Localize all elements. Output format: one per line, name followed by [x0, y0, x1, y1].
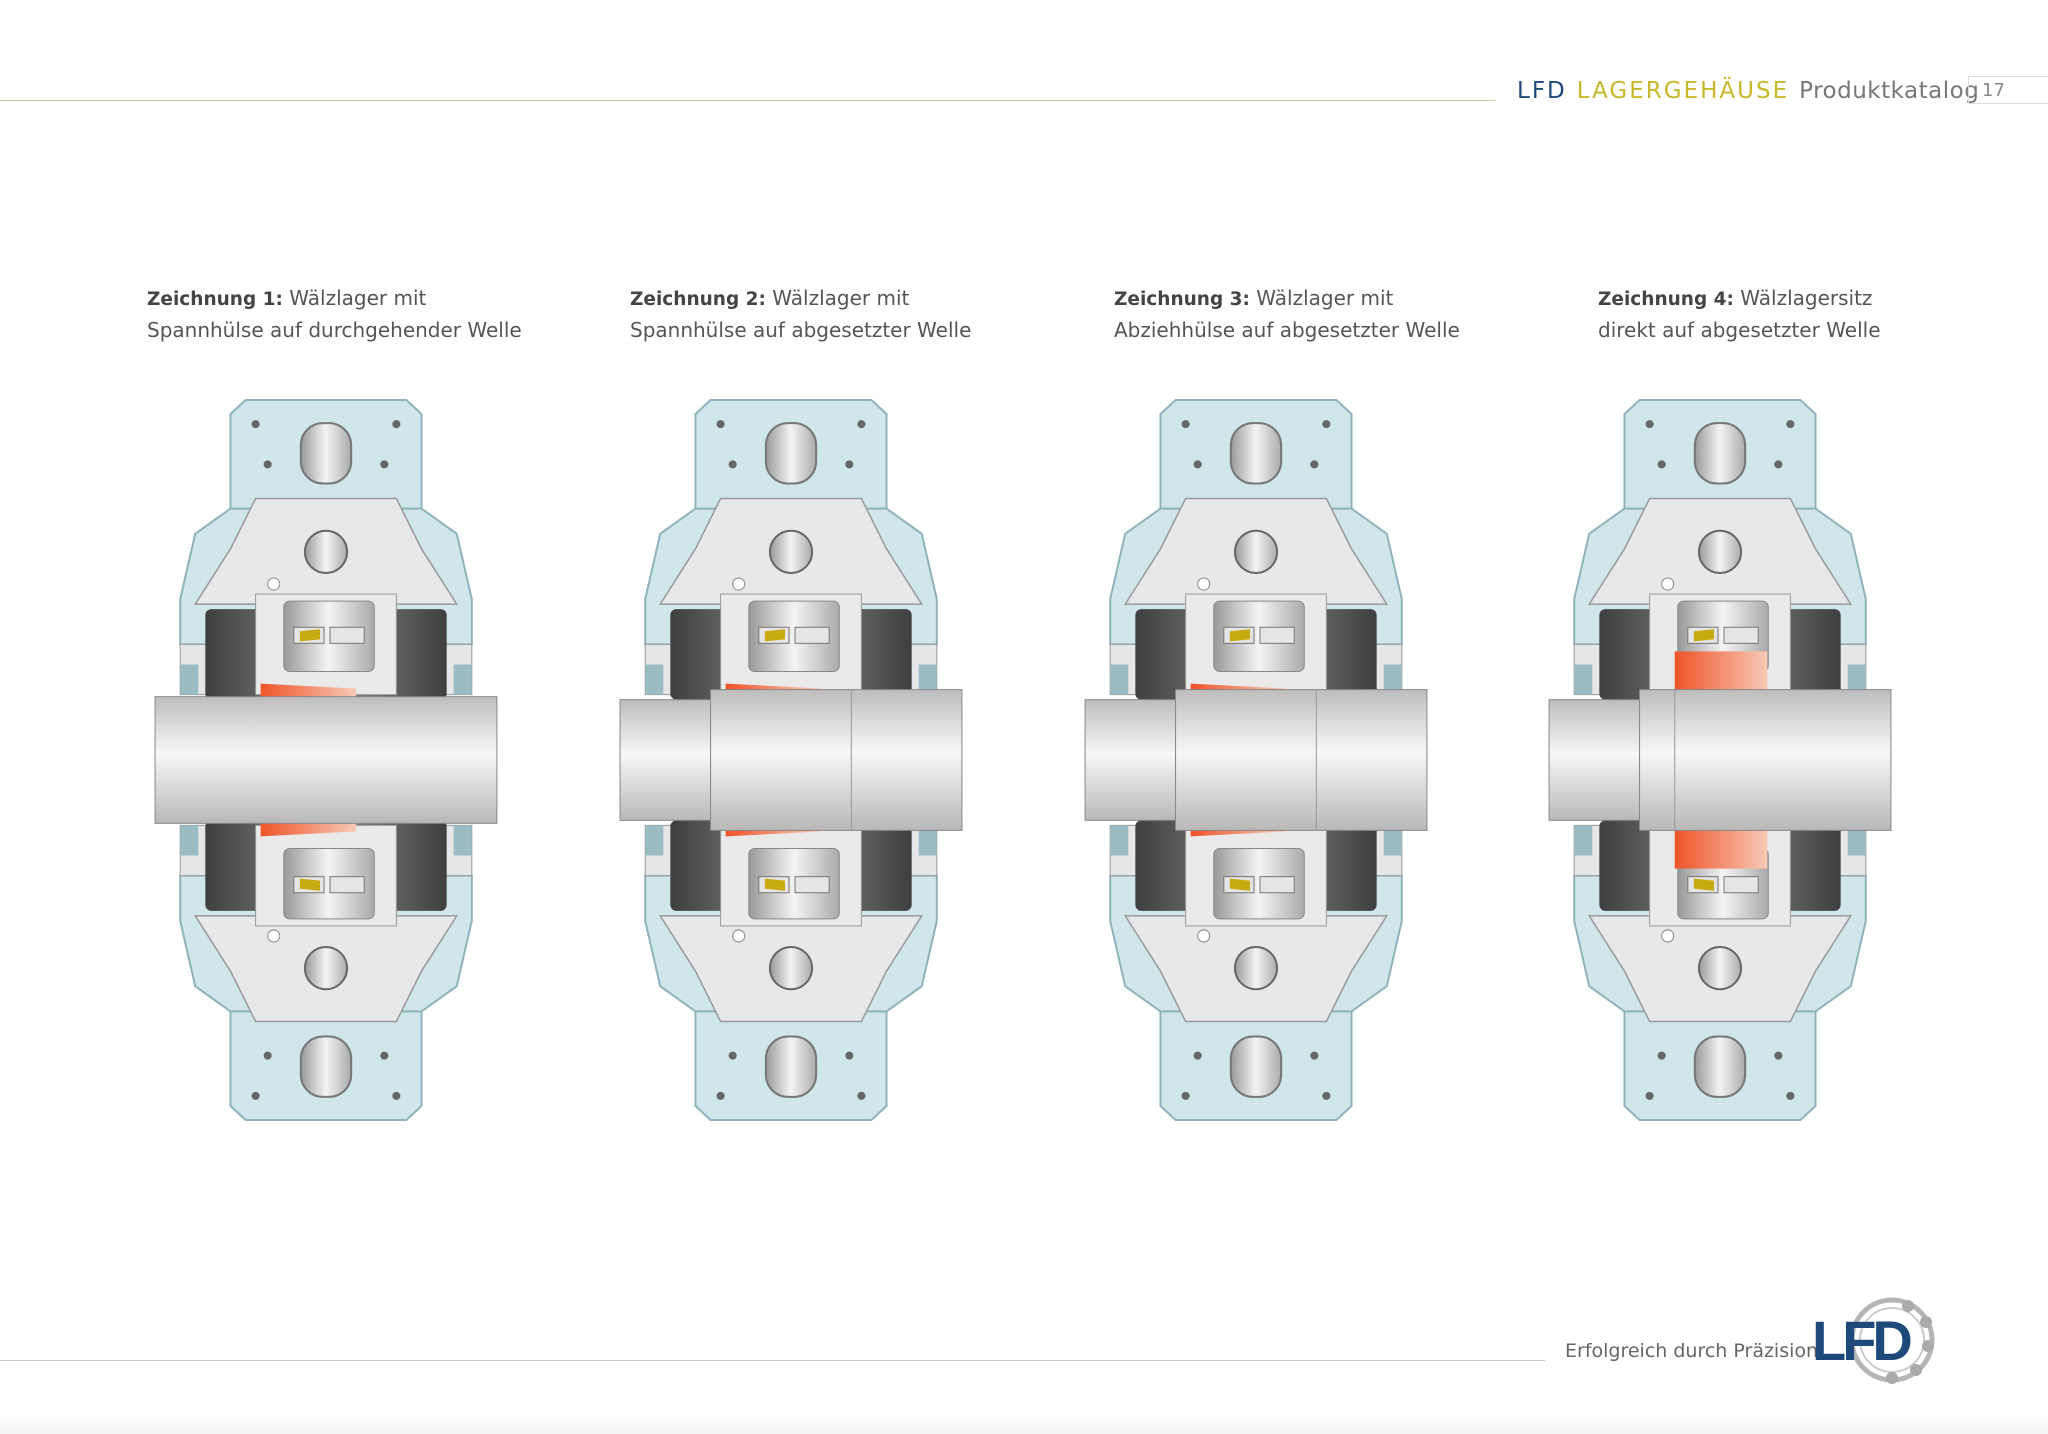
bearing-housing-drawing-2	[619, 398, 963, 1122]
shaft	[1084, 699, 1177, 821]
cage	[764, 878, 785, 891]
foot	[1623, 399, 1817, 510]
shaft-step	[710, 689, 963, 831]
cage	[299, 629, 320, 642]
lower-half	[179, 820, 473, 1121]
shaft-step	[1175, 689, 1428, 831]
bearing-seat	[1674, 824, 1768, 869]
bearing-housing-drawing-4	[1548, 398, 1892, 1122]
page-edge	[0, 1415, 2048, 1434]
shaft	[619, 699, 712, 821]
caption-label: Zeichnung 2:	[630, 289, 766, 310]
caption-line1: Wälzlager mit	[1256, 286, 1394, 310]
caption-label: Zeichnung 1:	[147, 289, 283, 310]
upper-half	[1109, 399, 1403, 700]
upper-half	[644, 399, 938, 700]
sleeve	[260, 823, 357, 837]
foot	[694, 399, 888, 510]
foot	[1623, 1010, 1817, 1121]
foot	[229, 1010, 423, 1121]
caption-line2: direkt auf abgesetzter Welle	[1598, 318, 1881, 342]
caption-line1: Wälzlager mit	[772, 286, 910, 310]
foot	[229, 399, 423, 510]
cage	[1229, 629, 1250, 642]
foot	[1159, 399, 1353, 510]
running-header: LFD LAGERGEHÄUSE Produktkatalog	[1517, 78, 1979, 104]
shaft	[154, 696, 498, 824]
lower-half	[1109, 820, 1403, 1121]
cage	[1693, 629, 1714, 642]
cage	[1693, 878, 1714, 891]
lower-half	[644, 820, 938, 1121]
lower-half	[1573, 820, 1867, 1121]
caption-label: Zeichnung 4:	[1598, 289, 1734, 310]
caption-drawing-4: Zeichnung 4: Wälzlagersitz direkt auf abg…	[1598, 283, 1881, 345]
footer-rule	[0, 1360, 1545, 1361]
cage	[1229, 878, 1250, 891]
upper-half	[1573, 399, 1867, 700]
caption-line2: Spannhülse auf abgesetzter Welle	[630, 318, 972, 342]
bearing-housing-drawing-1	[154, 398, 498, 1122]
header-catalog: Produktkatalog	[1799, 78, 1980, 104]
caption-label: Zeichnung 3:	[1114, 289, 1250, 310]
footer-slogan: Erfolgreich durch Präzision.	[1565, 1340, 1825, 1362]
caption-line2: Spannhülse auf durchgehender Welle	[147, 318, 522, 342]
header-rule	[0, 100, 1495, 101]
foot	[1159, 1010, 1353, 1121]
bearing-housing-drawing-3	[1084, 398, 1428, 1122]
caption-line1: Wälzlager mit	[289, 286, 427, 310]
shaft	[1548, 699, 1641, 821]
cage	[299, 878, 320, 891]
sleeve	[260, 683, 357, 697]
header-brand: LFD	[1517, 78, 1567, 104]
foot	[694, 1010, 888, 1121]
cage	[764, 629, 785, 642]
page-number: 17	[1968, 76, 2048, 104]
upper-half	[179, 399, 473, 700]
svg-text:LFD: LFD	[1812, 1309, 1911, 1372]
bearing-seat	[1674, 651, 1768, 696]
header-product: LAGERGEHÄUSE	[1576, 78, 1790, 104]
caption-line2: Abziehhülse auf abgesetzter Welle	[1114, 318, 1460, 342]
lfd-logo: LFD	[1812, 1294, 1942, 1386]
caption-line1: Wälzlagersitz	[1740, 286, 1873, 310]
shaft-step	[1639, 689, 1892, 831]
